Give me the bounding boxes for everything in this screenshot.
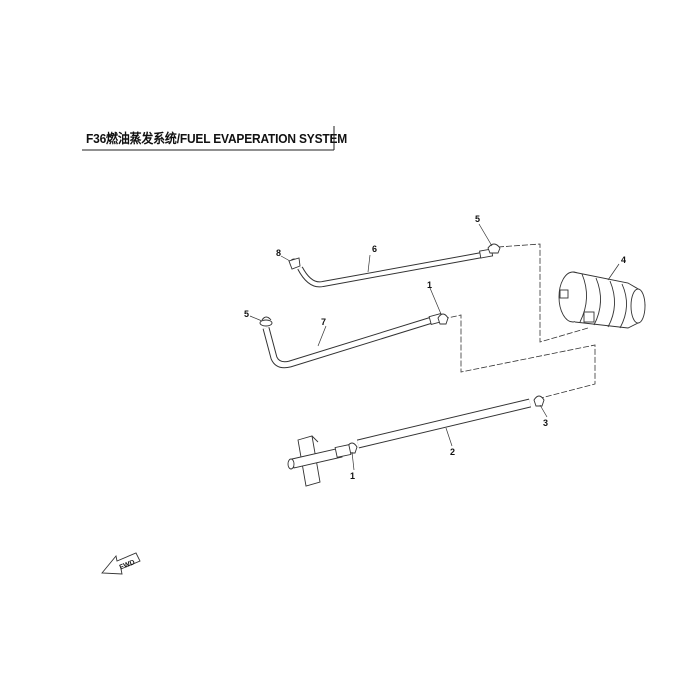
fwd-arrow-icon — [101, 552, 141, 575]
clamp-3 — [533, 395, 545, 407]
clamp-5-top — [487, 243, 501, 254]
tee-fitting — [287, 435, 352, 487]
callout-5-left: 5 — [244, 309, 249, 319]
callout-5-top: 5 — [475, 214, 480, 224]
leader-lines — [249, 223, 620, 471]
callout-1-bottom: 1 — [350, 471, 355, 481]
clamp-8 — [288, 257, 301, 270]
connection-lines — [442, 243, 596, 399]
callout-4: 4 — [621, 255, 626, 265]
callout-8: 8 — [276, 248, 281, 258]
clamp-1-top — [437, 313, 449, 325]
part-callouts: 8 6 5 4 5 7 1 3 2 1 — [244, 214, 626, 481]
callout-3: 3 — [543, 418, 548, 428]
callout-6: 6 — [372, 244, 377, 254]
title-bracket — [82, 126, 335, 151]
diagram-title: F36燃油蒸发系统/FUEL EVAPERATION SYSTEM — [86, 131, 348, 146]
canister-4 — [558, 271, 646, 329]
hose-2 — [356, 398, 532, 449]
fwd-arrow: FWD — [101, 552, 141, 575]
clamp-5-left — [259, 316, 273, 327]
callout-7: 7 — [321, 317, 326, 327]
callout-2: 2 — [450, 447, 455, 457]
hose-6 — [297, 248, 494, 288]
hose-7 — [262, 313, 444, 369]
callout-1-top: 1 — [427, 280, 432, 290]
